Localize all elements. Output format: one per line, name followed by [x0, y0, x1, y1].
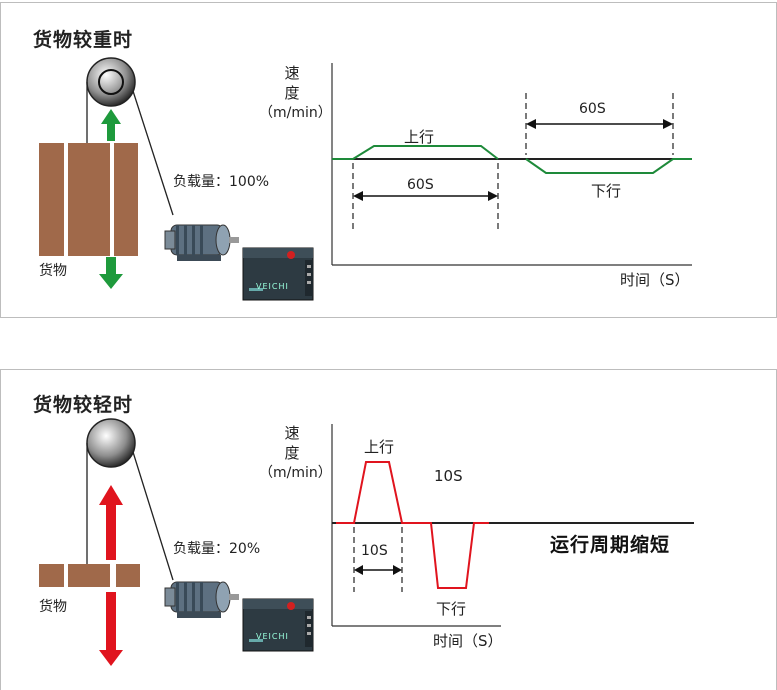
panel-title: 货物较重时: [33, 29, 134, 51]
light-load-diagram: [39, 418, 694, 666]
y-axis-label-line: 度: [284, 84, 300, 102]
cargo-icon: [39, 564, 140, 587]
x-axis-label: 时间（S）: [620, 271, 690, 289]
up-label: 上行: [404, 128, 435, 146]
interval-label: 60S: [579, 101, 606, 117]
interval-label: 60S: [407, 177, 434, 193]
down-label: 下行: [436, 600, 467, 618]
interval-arrow: [354, 565, 402, 575]
down-curve: [525, 158, 692, 174]
cargo-icon: [39, 143, 138, 256]
arrow-down-icon: [99, 592, 123, 666]
load-label: 负载量：100%: [173, 174, 270, 190]
speed-curve: [336, 461, 489, 589]
down-label: 下行: [591, 182, 622, 200]
up-label: 上行: [364, 438, 395, 456]
inverter-icon: [242, 247, 314, 301]
y-axis-label-line: （m/min）: [259, 465, 332, 481]
interval-arrow: [353, 191, 498, 201]
heavy-load-panel: 货物较重时: [0, 2, 777, 318]
arrow-up-icon: [99, 485, 123, 560]
y-axis-label-line: 速: [284, 64, 300, 82]
brand-label: VEICHI: [256, 632, 289, 641]
y-axis-label-line: 速: [284, 424, 300, 442]
pulley-icon: [86, 418, 136, 468]
brand-label: VEICHI: [256, 282, 289, 291]
inverter-icon: [242, 598, 314, 652]
x-axis-label: 时间（S）: [433, 632, 503, 650]
load-label: 负载量：20%: [173, 541, 261, 557]
y-axis-label-line: 度: [284, 444, 300, 462]
up-curve: [332, 145, 499, 160]
arrow-up-icon: [101, 109, 121, 141]
interval-label: 10S: [434, 467, 463, 485]
y-axis-label-line: （m/min）: [259, 105, 332, 121]
interval-label: 10S: [361, 543, 388, 559]
heavy-load-diagram: [39, 57, 692, 301]
summary-label: 运行周期缩短: [550, 534, 671, 556]
pulley-icon: [86, 57, 136, 107]
interval-arrow: [526, 119, 673, 129]
y-axis-label: 速 度 （m/min）: [259, 63, 332, 123]
rope: [132, 451, 174, 581]
rope: [132, 90, 174, 216]
light-load-panel: 货物较轻时: [0, 369, 777, 690]
cargo-label: 货物: [39, 263, 67, 279]
panel-title: 货物较轻时: [33, 394, 134, 416]
motor-icon: [164, 581, 239, 618]
arrow-down-icon: [99, 257, 123, 289]
cargo-label: 货物: [39, 599, 67, 615]
motor-icon: [164, 224, 239, 261]
y-axis-label: 速 度 （m/min）: [259, 423, 332, 483]
